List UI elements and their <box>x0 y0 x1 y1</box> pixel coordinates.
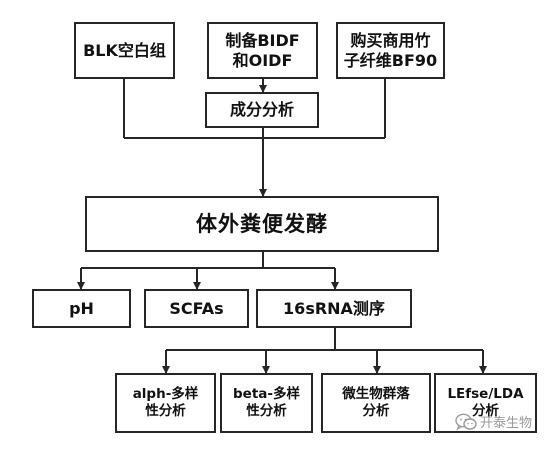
node-buy: 购买商用竹 子纤维BF90 <box>336 22 445 79</box>
node-prep: 制备BIDF 和OIDF <box>207 22 318 79</box>
node-lefse: LEfse/LDA 分析 <box>434 373 537 433</box>
node-seq: 16sRNA测序 <box>256 289 412 328</box>
node-alpha-label: alph-多样 性分析 <box>132 386 199 419</box>
node-beta: beta-多样 性分析 <box>220 373 313 433</box>
node-analysis-label: 成分分析 <box>229 100 294 119</box>
watermark: 开泰生物 <box>455 412 532 431</box>
node-micro: 微生物群落 分析 <box>321 373 431 433</box>
wechat-icon <box>455 413 477 431</box>
watermark-text: 开泰生物 <box>480 416 533 431</box>
node-blk: BLK空白组 <box>74 22 175 79</box>
node-alpha: alph-多样 性分析 <box>115 373 216 433</box>
node-buy-label: 购买商用竹 子纤维BF90 <box>343 30 438 70</box>
node-lefse-label: LEfse/LDA 分析 <box>447 386 524 419</box>
node-blk-label: BLK空白组 <box>83 40 166 60</box>
node-ferment: 体外粪便发酵 <box>85 196 439 252</box>
node-ferment-label: 体外粪便发酵 <box>196 211 328 236</box>
node-scfa: SCFAs <box>144 289 249 328</box>
node-ph-label: pH <box>69 298 94 318</box>
node-ph: pH <box>32 289 131 328</box>
node-beta-label: beta-多样 性分析 <box>233 386 300 419</box>
node-scfa-label: SCFAs <box>169 298 224 318</box>
node-micro-label: 微生物群落 分析 <box>342 386 410 419</box>
node-seq-label: 16sRNA测序 <box>283 298 385 318</box>
node-analysis: 成分分析 <box>205 92 319 128</box>
node-prep-label: 制备BIDF 和OIDF <box>225 30 300 70</box>
